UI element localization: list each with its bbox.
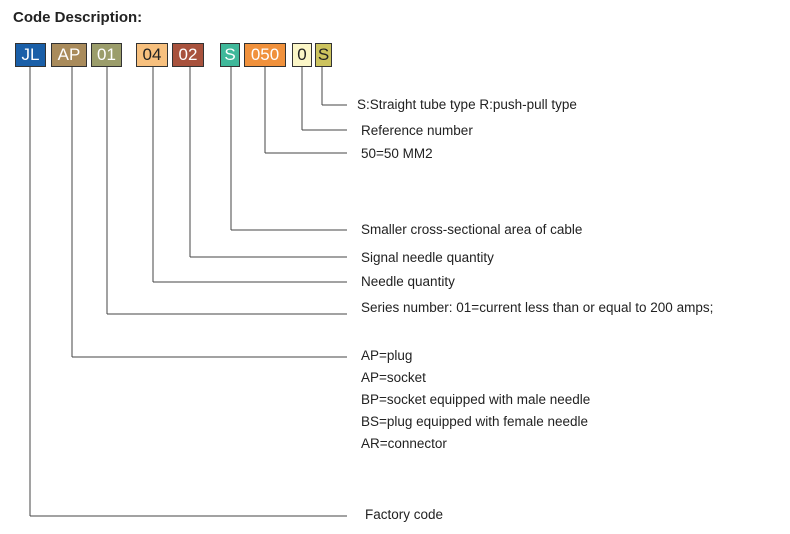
description-line: AP=socket xyxy=(361,370,426,385)
code-segment-6: S xyxy=(220,43,240,67)
description-line: AR=connector xyxy=(361,436,447,451)
description-line: Factory code xyxy=(365,507,444,522)
description-line: BP=socket equipped with male needle xyxy=(361,392,591,407)
code-segment-2: AP xyxy=(51,43,87,67)
description-line: Needle quantity xyxy=(361,274,455,289)
description-line: 50=50 MM2 xyxy=(361,146,433,161)
description-line: Reference number xyxy=(361,123,473,138)
description-line: S:Straight tube type R:push-pull type xyxy=(357,97,577,112)
description-line: Smaller cross-sectional area of cable xyxy=(361,222,583,237)
code-segment-5: 02 xyxy=(172,43,204,67)
code-segment-4: 04 xyxy=(136,43,168,67)
description-line: Signal needle quantity xyxy=(361,250,494,265)
page-title: Code Description: xyxy=(13,9,143,26)
code-segment-9: S xyxy=(315,43,332,67)
description-line: AP=plug xyxy=(361,348,413,363)
description-line: BS=plug equipped with female needle xyxy=(361,414,589,429)
description-line: Series number: 01=current less than or e… xyxy=(361,300,714,315)
code-segment-1: JL xyxy=(15,43,46,67)
code-segment-8: 0 xyxy=(292,43,312,67)
code-segment-7: 050 xyxy=(244,43,286,67)
code-segment-3: 01 xyxy=(91,43,122,67)
